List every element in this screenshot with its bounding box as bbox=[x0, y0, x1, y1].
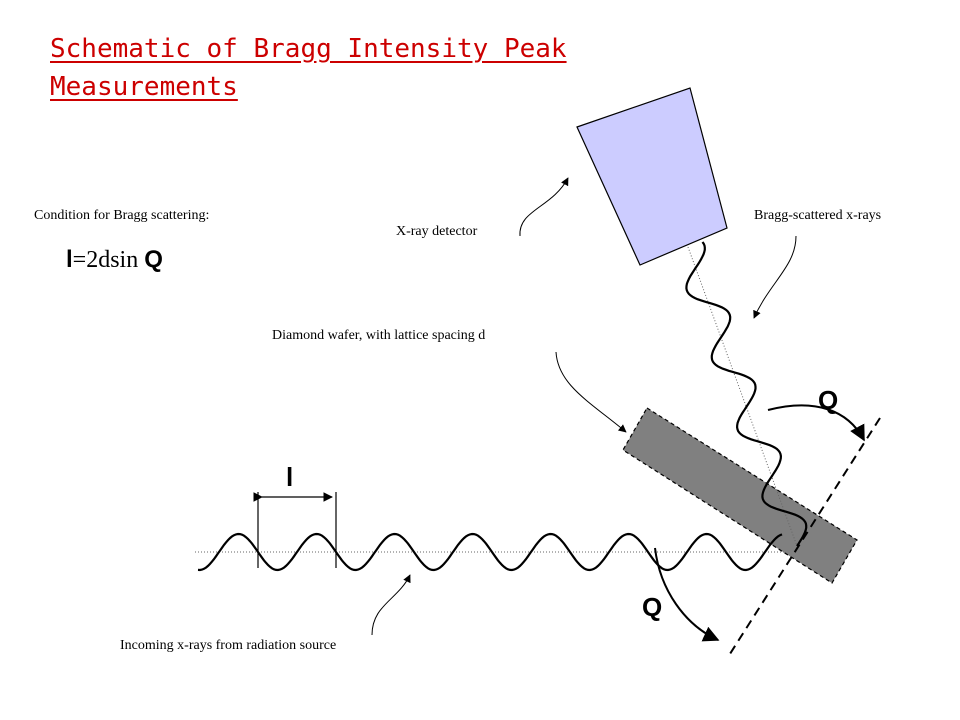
theta-incident-symbol: Q bbox=[642, 592, 663, 622]
wafer-callout-arrow bbox=[555, 351, 627, 433]
incoming-wave bbox=[197, 532, 783, 572]
wafer-label: Diamond wafer, with lattice spacing d bbox=[272, 328, 486, 343]
detector-callout-arrow bbox=[519, 177, 569, 237]
scattered-label: Bragg-scattered x-rays bbox=[754, 208, 882, 223]
incoming-label: Incoming x-rays from radiation source bbox=[120, 638, 337, 653]
diamond-wafer bbox=[622, 407, 858, 584]
wavelength-symbol: l bbox=[286, 462, 294, 492]
bragg-equation: l=2dsin Q bbox=[66, 246, 163, 274]
condition-label: Condition for Bragg scattering: bbox=[34, 208, 210, 223]
xray-detector bbox=[576, 87, 728, 266]
detector-label: X-ray detector bbox=[396, 224, 478, 239]
incoming-callout-arrow bbox=[371, 574, 411, 636]
equation-lambda: l bbox=[66, 246, 73, 273]
scattered-wave bbox=[685, 241, 808, 547]
wavelength-marker bbox=[253, 492, 337, 568]
scattered-callout-arrow bbox=[753, 235, 797, 319]
theta-arc-incident bbox=[654, 547, 720, 642]
theta-scattered-symbol: Q bbox=[818, 385, 839, 415]
equation-rest: =2dsin bbox=[72, 247, 139, 273]
theta-arc-scattered bbox=[767, 404, 865, 442]
wafer-normal-line bbox=[727, 417, 881, 658]
page-title: Schematic of Bragg Intensity Peak Measur… bbox=[50, 34, 567, 102]
scattered-beam-axis bbox=[687, 246, 798, 547]
equation-theta: Q bbox=[144, 246, 163, 273]
